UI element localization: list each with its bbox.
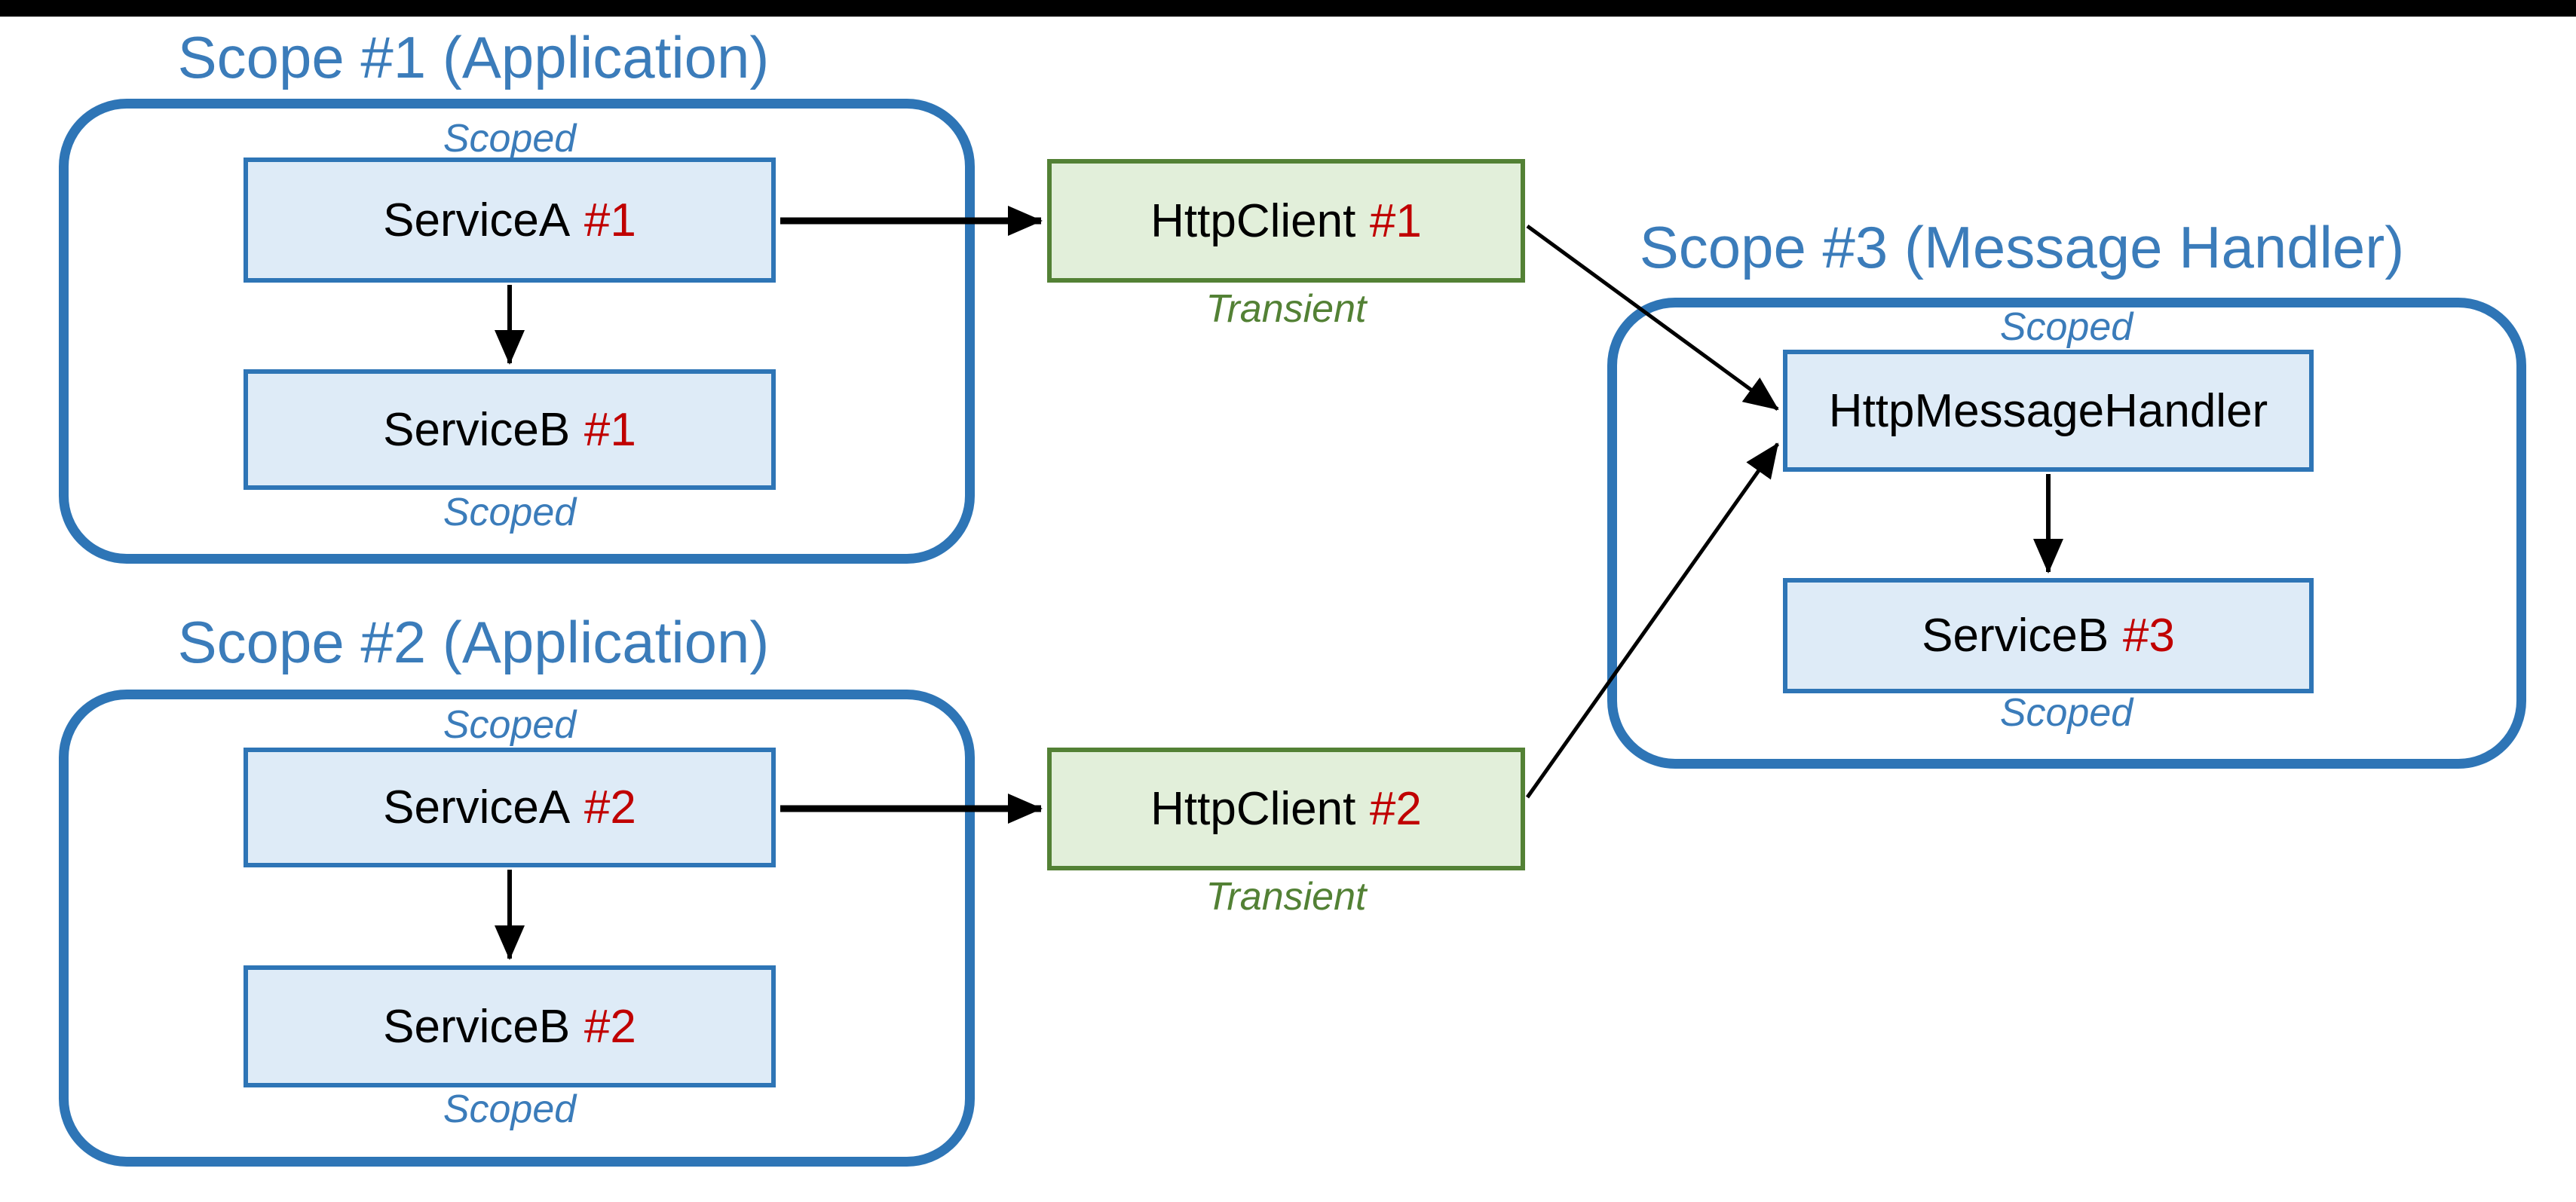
scope2-serviceA-instance: #2 <box>584 781 636 833</box>
letterbox-top-bar <box>0 0 2576 17</box>
scope1-serviceB-node: ServiceB #1 <box>244 369 776 490</box>
scope2-serviceB-instance: #2 <box>584 1000 636 1053</box>
scope3-serviceB-instance: #3 <box>2122 610 2175 662</box>
httpclient2-transient-label: Transient <box>1205 875 1367 919</box>
scope2-serviceB-label: ServiceB <box>383 1000 571 1053</box>
scope1-container <box>59 99 975 564</box>
scope3-scoped-bottom-label: Scoped <box>1999 691 2133 735</box>
scope1-serviceA-node: ServiceA #1 <box>244 158 776 283</box>
scope1-serviceB-instance: #1 <box>584 403 636 456</box>
httpclient2-node: HttpClient #2 <box>1047 748 1525 870</box>
scope1-title: Scope #1 (Application) <box>177 24 770 90</box>
httpclient2-label: HttpClient <box>1150 783 1356 835</box>
scope2-scoped-top-label: Scoped <box>443 703 577 747</box>
scope3-scoped-top-label: Scoped <box>1999 305 2133 349</box>
scope2-serviceA-label: ServiceA <box>383 781 571 833</box>
scope2-title: Scope #2 (Application) <box>177 609 770 675</box>
scope3-title: Scope #3 (Message Handler) <box>1639 214 2405 280</box>
scope3-serviceB-label: ServiceB <box>1922 610 2109 662</box>
httpclient2-instance: #2 <box>1369 783 1422 835</box>
scope3-httpmessagehandler-node: HttpMessageHandler <box>1783 350 2314 472</box>
scope1-scoped-bottom-label: Scoped <box>443 491 577 534</box>
scope2-serviceB-node: ServiceB #2 <box>244 965 776 1087</box>
scope3-serviceB-node: ServiceB #3 <box>1783 578 2314 693</box>
scope1-scoped-top-label: Scoped <box>443 117 577 161</box>
scope1-serviceA-instance: #1 <box>584 194 636 246</box>
httpclient1-node: HttpClient #1 <box>1047 159 1525 283</box>
scope2-container <box>59 690 975 1167</box>
scope1-serviceB-label: ServiceB <box>383 403 571 456</box>
httpclient1-label: HttpClient <box>1150 194 1356 247</box>
httpclient1-instance: #1 <box>1369 194 1422 247</box>
httpclient1-transient-label: Transient <box>1205 287 1367 331</box>
scope2-scoped-bottom-label: Scoped <box>443 1087 577 1131</box>
scope1-serviceA-label: ServiceA <box>383 194 571 246</box>
scope2-serviceA-node: ServiceA #2 <box>244 748 776 867</box>
scope3-httpmessagehandler-label: HttpMessageHandler <box>1828 384 2268 437</box>
